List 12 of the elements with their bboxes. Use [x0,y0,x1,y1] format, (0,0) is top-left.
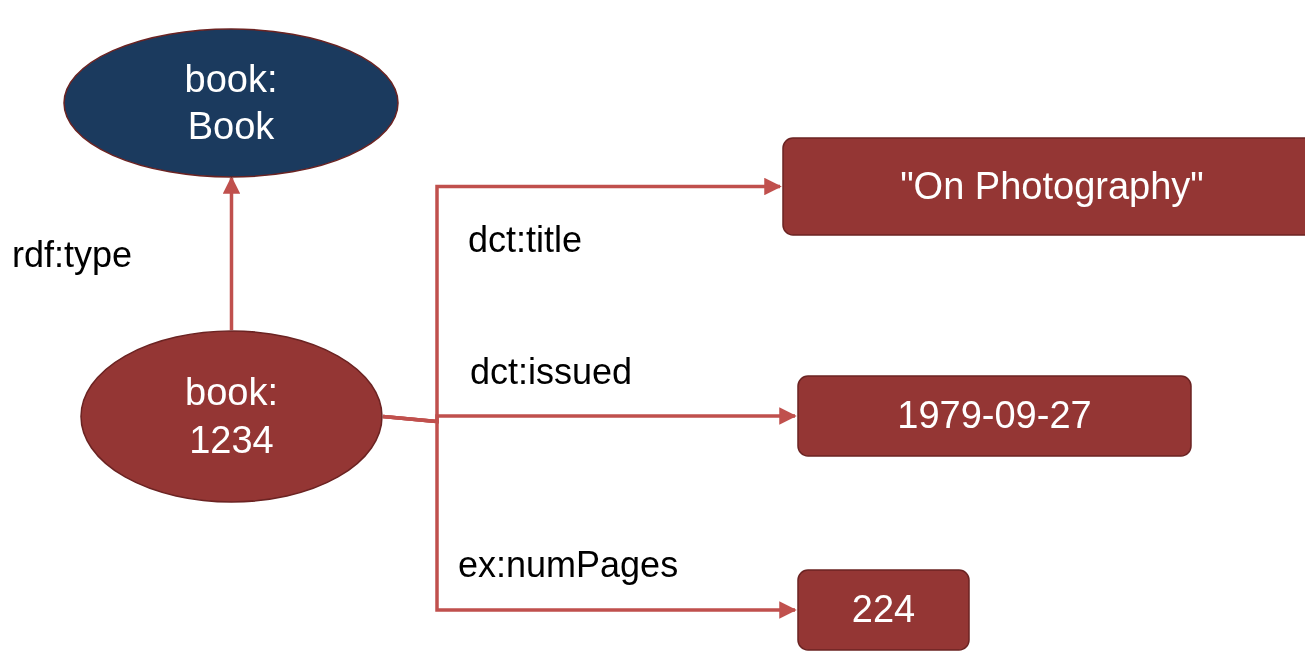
literal-box [797,375,1192,457]
class-ellipse [63,28,399,178]
arrow [382,414,797,619]
node-label: "On Photography" [900,163,1204,209]
literal-box [797,569,970,651]
node-label: book: 1234 [184,370,279,463]
node-label: 1979-09-27 [897,393,1092,439]
resource-ellipse [80,330,383,503]
node-label: 224 [851,587,916,633]
literal-box [782,137,1305,236]
arrow [222,176,241,330]
node-label: book: Book [183,56,279,149]
